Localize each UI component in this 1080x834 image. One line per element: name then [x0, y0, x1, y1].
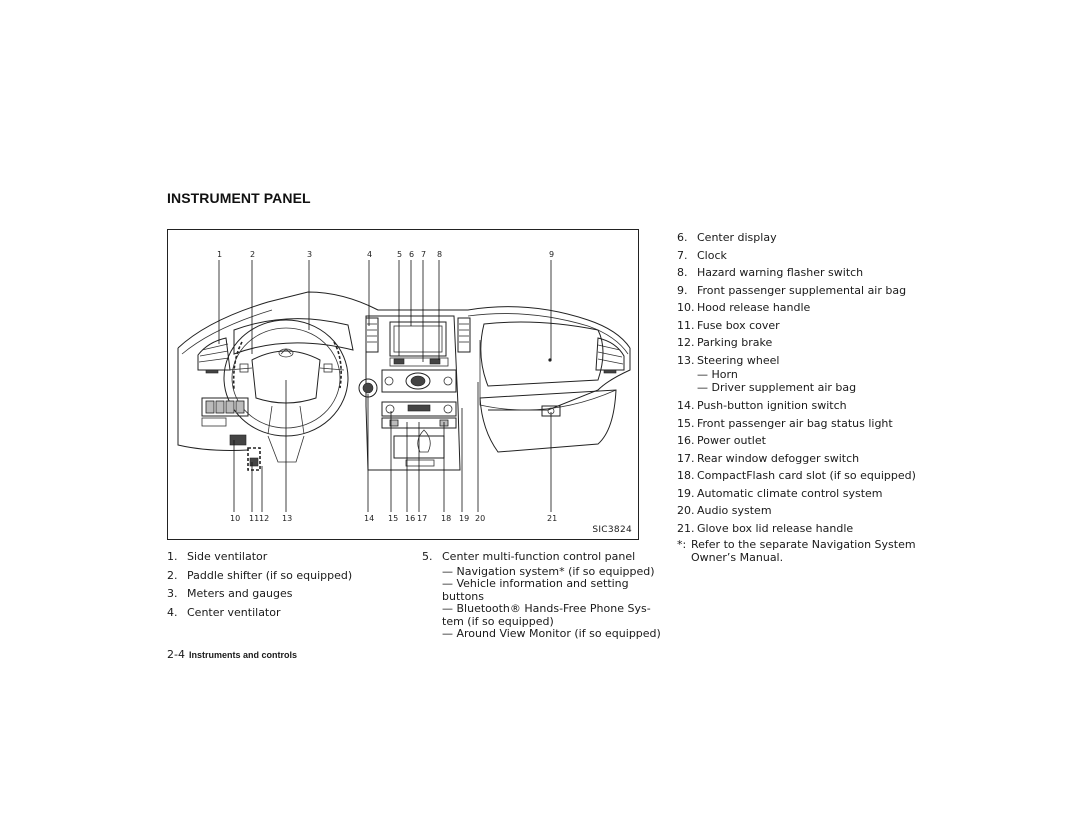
legend-list-middle: 5.Center multi-function control panel — …: [422, 548, 662, 641]
callout-2: 2: [250, 250, 255, 259]
callout-16: 16: [405, 514, 415, 523]
list-item: 17.Rear window defogger switch: [677, 451, 860, 465]
callout-21: 21: [547, 514, 557, 523]
list-item: 10.Hood release handle: [677, 301, 811, 314]
legend-list-left: 1.Side ventilator 2.Paddle shifter (if s…: [167, 548, 402, 622]
section-name: Instruments and controls: [188, 650, 297, 660]
callout-18: 18: [441, 514, 451, 523]
list-item: 3.Meters and gauges: [167, 587, 293, 600]
list-item: 18.CompactFlash card slot (if so equippe…: [677, 469, 916, 482]
legend-list-right: 6.Center display 7.Clock 8.Hazard warnin…: [677, 229, 917, 564]
list-subitems: — Navigation system* (if so equipped) — …: [442, 564, 661, 640]
callout-12: 12: [259, 514, 269, 523]
callout-4: 4: [367, 250, 372, 259]
instrument-panel-diagram: 1 2 3 4 5 6 7 8 9 10 11 12 13 14 15 16 1…: [167, 229, 639, 540]
list-item: 15.Front passenger air bag status light: [677, 416, 893, 430]
parking-brake-outline: [247, 447, 261, 471]
list-item: 9.Front passenger supplemental air bag: [677, 283, 907, 297]
list-item: 21.Glove box lid release handle: [677, 521, 854, 535]
dashboard-illustration: 1 2 3 4 5 6 7 8 9 10 11 12 13 14 15 16 1…: [177, 250, 631, 523]
callout-8: 8: [437, 250, 442, 259]
callout-7: 7: [421, 250, 426, 259]
callout-10: 10: [230, 514, 240, 523]
callout-3: 3: [307, 250, 312, 259]
callout-19: 19: [459, 514, 469, 523]
list-item: 6.Center display: [677, 231, 777, 244]
callout-1: 1: [217, 250, 222, 259]
page-number: 2-4: [167, 648, 185, 661]
callout-15: 15: [388, 514, 398, 523]
list-item: 20.Audio system: [677, 504, 772, 517]
list-item: 13.Steering wheel: [677, 353, 780, 367]
center-display: [389, 321, 447, 357]
right-side-vent: [595, 337, 625, 374]
list-item: 16.Power outlet: [677, 434, 766, 447]
callout-13: 13: [282, 514, 292, 523]
list-item: 14.Push-button ignition switch: [677, 399, 847, 412]
center-stack: [365, 315, 471, 471]
callout-17: 17: [417, 514, 427, 523]
footnote: *:Refer to the separate Navigation Syste…: [677, 538, 916, 564]
callout-9: 9: [549, 250, 554, 259]
list-item: 12.Parking brake: [677, 336, 773, 349]
list-item: 7.Clock: [677, 248, 727, 262]
left-side-vent: [197, 337, 231, 374]
list-item: 11.Fuse box cover: [677, 318, 780, 332]
callout-11: 11: [249, 514, 259, 523]
hood-release-handle: [229, 434, 247, 446]
list-item: 19.Automatic climate control system: [677, 486, 883, 500]
list-item: 2.Paddle shifter (if so equipped): [167, 568, 353, 582]
callout-6: 6: [409, 250, 414, 259]
callout-5: 5: [397, 250, 402, 259]
list-item: 8.Hazard warning flasher switch: [677, 266, 864, 279]
list-subitems: — Horn — Driver supplement air bag: [697, 368, 857, 394]
section-title: INSTRUMENT PANEL: [167, 190, 311, 206]
left-switch-panel: [201, 397, 249, 427]
figure-id: SIC3824: [592, 525, 632, 535]
glove-box: [479, 389, 617, 453]
list-item: 1.Side ventilator: [167, 550, 268, 563]
callout-14: 14: [364, 514, 374, 523]
list-item: 5.Center multi-function control panel: [422, 550, 636, 563]
list-item: 4.Center ventilator: [167, 605, 281, 619]
callout-20: 20: [475, 514, 485, 523]
